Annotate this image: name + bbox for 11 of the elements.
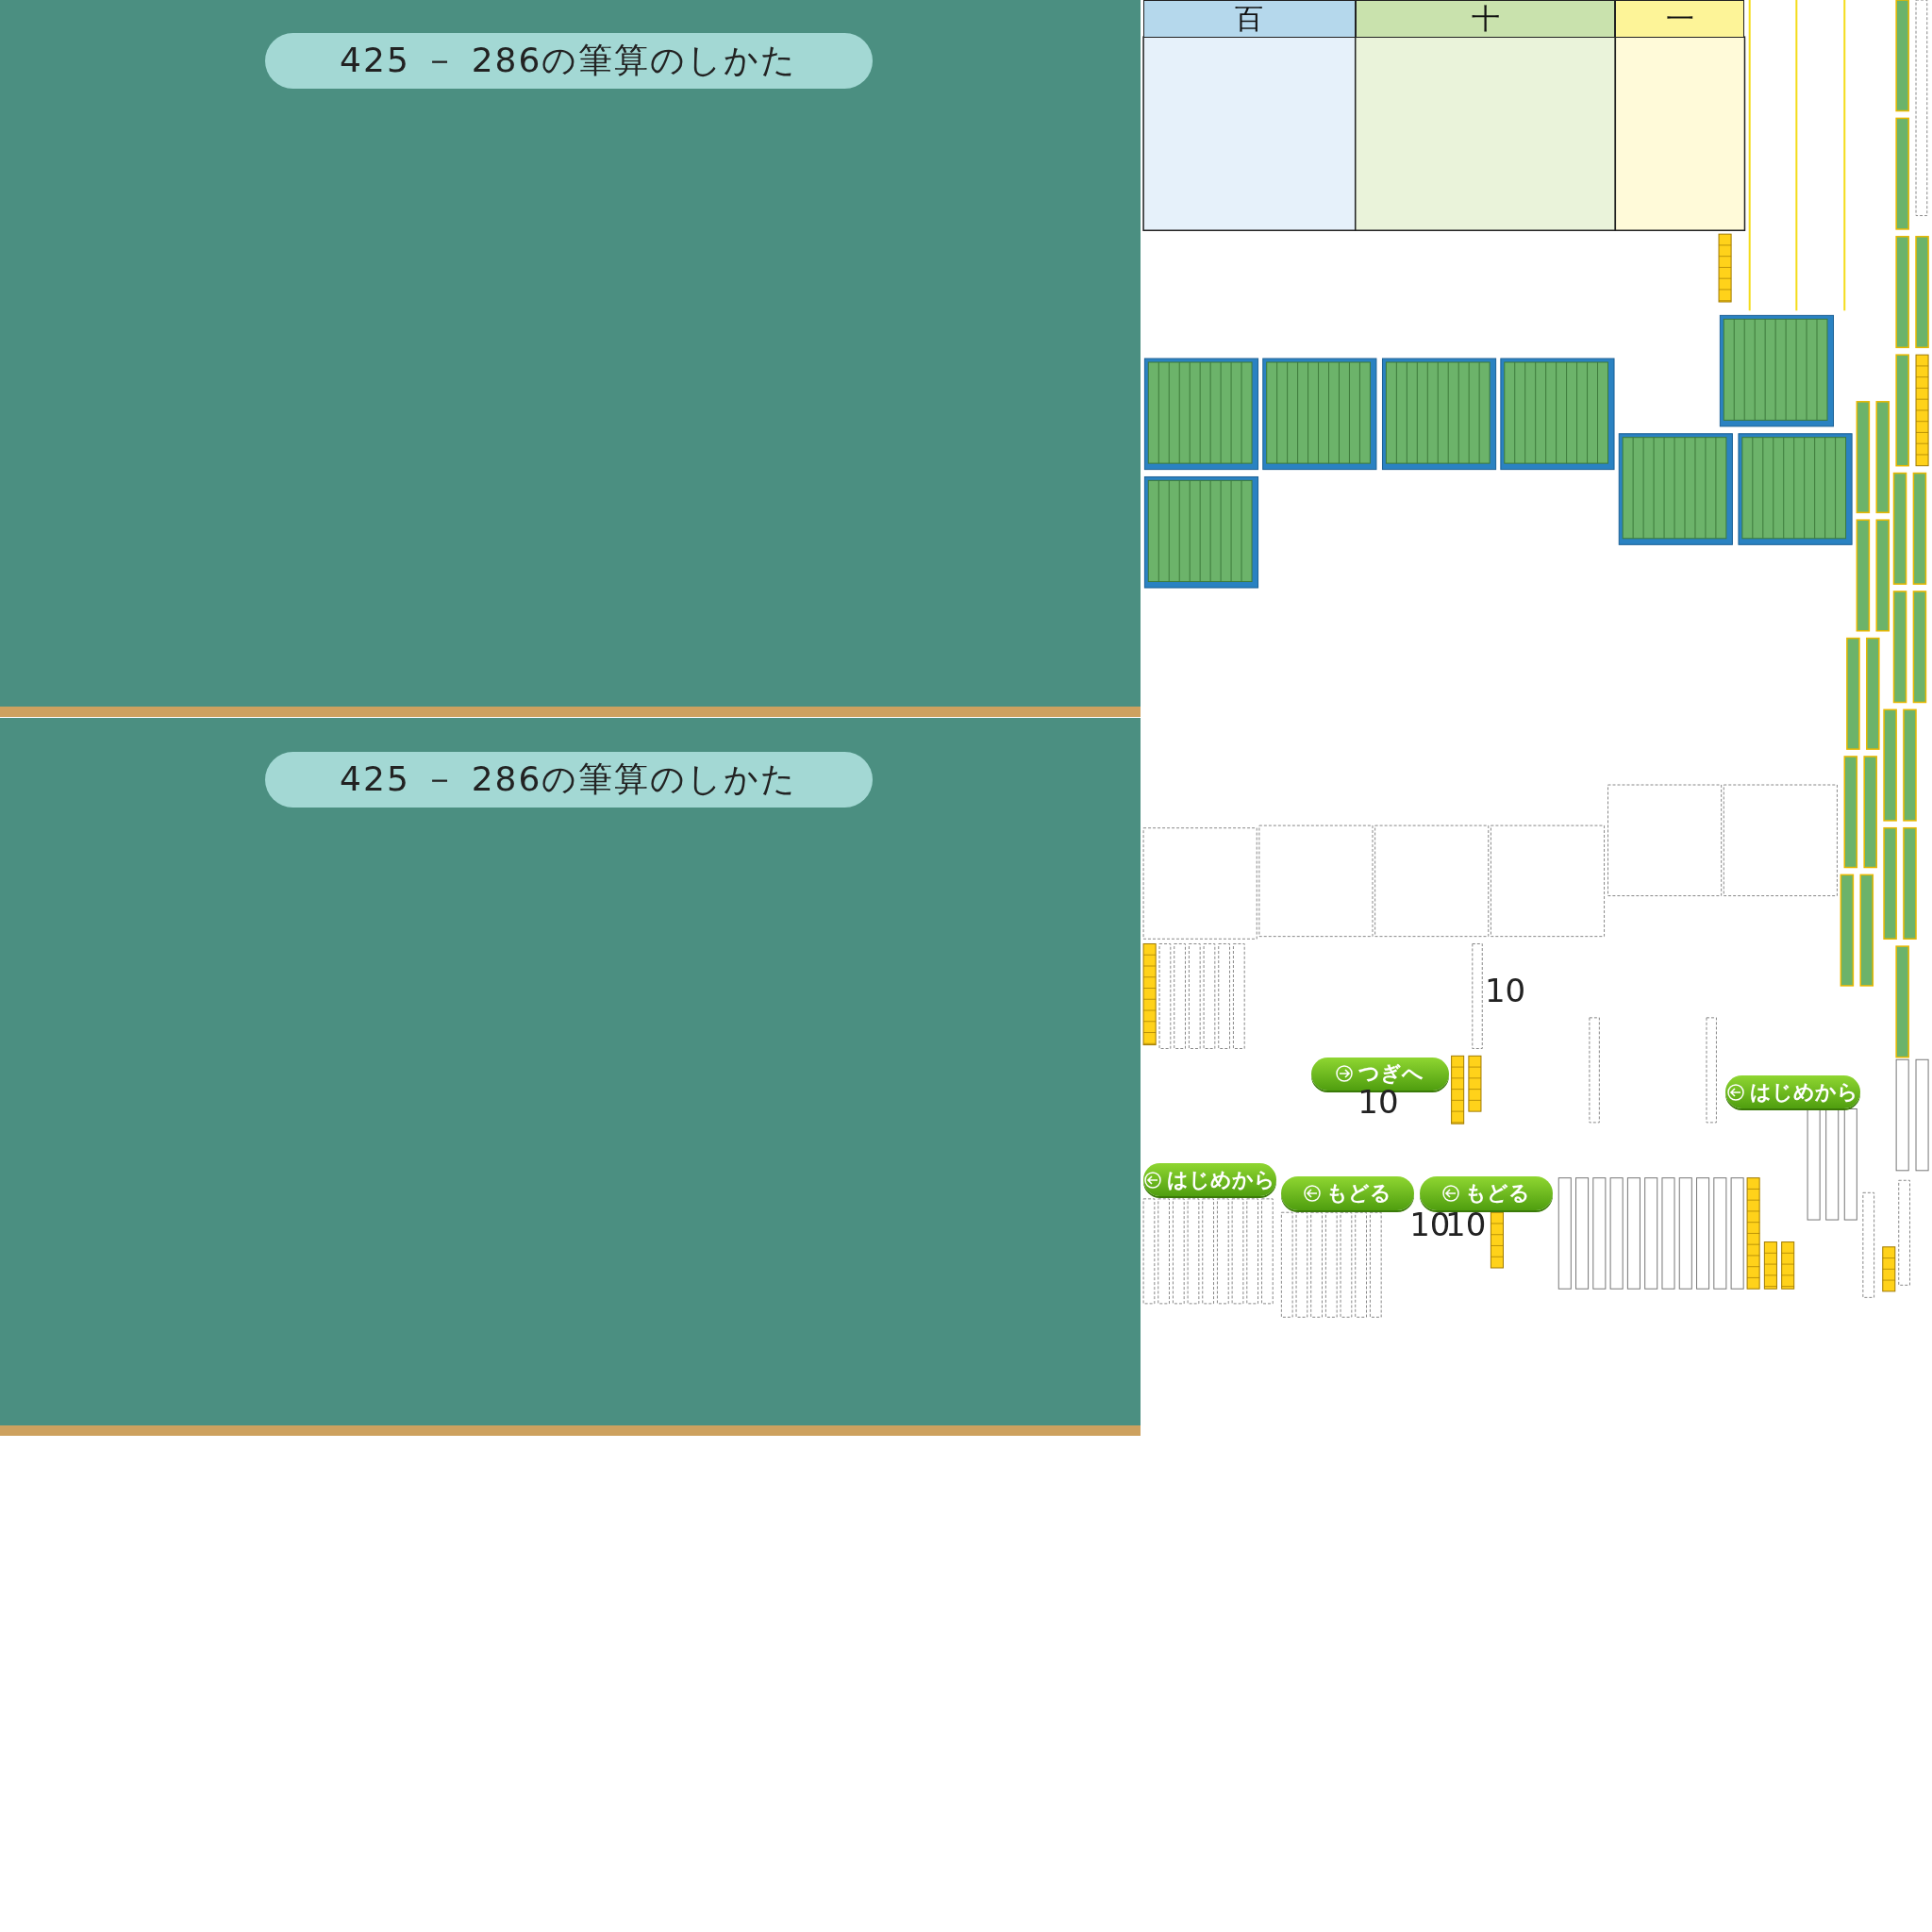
column-header: 百	[1143, 0, 1356, 39]
title-banner: 425 － 286の筆算のしかた	[264, 751, 873, 808]
column-header: 一	[1615, 0, 1745, 39]
number-label: 10	[1484, 974, 1526, 1008]
back-button: もどる	[1419, 1176, 1553, 1210]
title-banner: 425 － 286の筆算のしかた	[264, 33, 873, 89]
back-button: もどる	[1281, 1176, 1415, 1210]
start-over-button: はじめから	[1724, 1075, 1861, 1109]
column-header: 十	[1355, 0, 1616, 39]
next-button: つぎへ	[1310, 1057, 1449, 1091]
start-over-button: はじめから	[1143, 1162, 1277, 1197]
